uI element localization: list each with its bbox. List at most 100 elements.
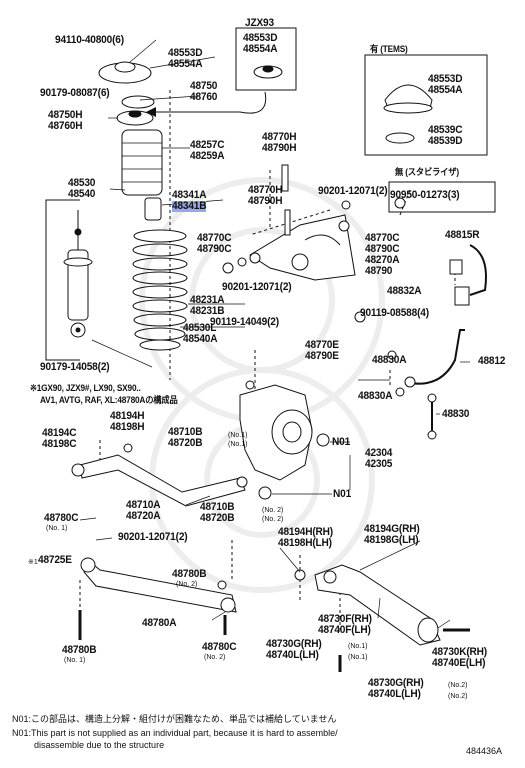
part-42304[interactable]: 42304 xyxy=(365,447,393,459)
jzx-part-48554a[interactable]: 48554A xyxy=(243,43,278,55)
part-48198h-lh[interactable]: 48198H(LH) xyxy=(278,537,332,549)
part-48259a[interactable]: 48259A xyxy=(190,150,225,162)
part-48720b[interactable]: 48720B xyxy=(168,437,203,449)
part-48257c[interactable]: 48257C xyxy=(190,139,225,151)
jzx93-box xyxy=(235,27,297,91)
part-48730k-rh[interactable]: 48730K(RH) xyxy=(432,646,487,658)
part-90201-12071-b[interactable]: 90201-12071(2) xyxy=(222,281,292,293)
part-48194c[interactable]: 48194C xyxy=(42,427,77,439)
part-90119-14049[interactable]: 90119-14049(2) xyxy=(210,316,279,328)
tems-box-label: 有 (TEMS) xyxy=(370,44,408,54)
part-48540a[interactable]: 48540A xyxy=(183,333,218,345)
part-48720b-2[interactable]: 48720B xyxy=(200,512,235,524)
part-48770e[interactable]: 48770E xyxy=(305,339,339,351)
part-48710b-2[interactable]: 48710B xyxy=(200,501,235,513)
part-90179-14058[interactable]: 90179-14058(2) xyxy=(40,361,110,373)
tems-mount xyxy=(384,84,433,109)
part-48760h[interactable]: 48760H xyxy=(48,120,83,132)
part-48194h[interactable]: 48194H xyxy=(110,410,145,422)
callout-arrow xyxy=(150,91,267,114)
part-48710b[interactable]: 48710B xyxy=(168,426,203,438)
diagram-id: 484436A xyxy=(466,746,503,756)
part-48740e-lh[interactable]: 48740E(LH) xyxy=(432,657,486,669)
part-48780a[interactable]: 48780A xyxy=(142,617,177,629)
part-48750[interactable]: 48750 xyxy=(190,80,218,92)
gx90-note-b: AV1, AVTG, RAF, XL:48780Aの構成品 xyxy=(40,395,178,405)
part-48710a[interactable]: 48710A xyxy=(126,499,161,511)
part-48554a[interactable]: 48554A xyxy=(168,58,203,70)
part-48780c[interactable]: 48780C xyxy=(44,512,79,524)
part-48790c[interactable]: 48790C xyxy=(197,243,232,255)
part-90201-12071-a[interactable]: 90201-12071(2) xyxy=(318,185,388,197)
tems-part-48554a[interactable]: 48554A xyxy=(428,84,463,96)
part-48720b-note: (No.1) xyxy=(228,441,248,448)
part-48198h[interactable]: 48198H xyxy=(110,421,145,433)
part-48710b-2-note: (No. 2) xyxy=(262,507,284,514)
part-48740l-2-note: (No.2) xyxy=(448,693,468,700)
part-48832a[interactable]: 48832A xyxy=(387,285,422,297)
part-48231a[interactable]: 48231A xyxy=(190,294,225,306)
part-48730g-2-note: (No.2) xyxy=(448,682,468,689)
tems-part-48539d[interactable]: 48539D xyxy=(428,135,463,147)
part-48780c-note: (No. 1) xyxy=(46,525,68,532)
part-48812[interactable]: 48812 xyxy=(478,355,506,367)
part-48341a[interactable]: 48341A xyxy=(172,189,207,201)
part-94110[interactable]: 94110-40800(6) xyxy=(55,34,124,46)
part-48790[interactable]: 48790 xyxy=(365,265,393,277)
part-90119-08588[interactable]: 90119-08588(4) xyxy=(360,307,429,319)
part-90950-01273[interactable]: 90950-01273(3) xyxy=(390,189,460,201)
tems-part-48553d[interactable]: 48553D xyxy=(428,73,463,85)
part-48198g-lh[interactable]: 48198G(LH) xyxy=(364,534,419,546)
dust-boot xyxy=(121,129,163,196)
jzx-part-48553d[interactable]: 48553D xyxy=(243,32,278,44)
footnote-jp: N01:この部品は、構造上分解・組付けが困難なため、単品では補給していません xyxy=(12,714,337,724)
part-48740l-lh-2[interactable]: 48740L(LH) xyxy=(368,688,421,700)
rear-lower-arm xyxy=(314,564,441,646)
part-42305[interactable]: 42305 xyxy=(365,458,393,470)
part-48770h[interactable]: 48770H xyxy=(262,131,297,143)
part-48780c-2[interactable]: 48780C xyxy=(202,641,237,653)
part-48790e[interactable]: 48790E xyxy=(305,350,339,362)
part-48198c[interactable]: 48198C xyxy=(42,438,77,450)
part-48553d[interactable]: 48553D xyxy=(168,47,203,59)
part-48770c-b[interactable]: 48770C xyxy=(365,232,400,244)
part-48790h[interactable]: 48790H xyxy=(262,142,297,154)
part-48740f-lh[interactable]: 48740F(LH) xyxy=(318,624,371,636)
part-48770c[interactable]: 48770C xyxy=(197,232,232,244)
part-48830a-b[interactable]: 48830A xyxy=(358,390,393,402)
part-48730f-rh[interactable]: 48730F(RH) xyxy=(318,613,372,625)
part-90179-08087[interactable]: 90179-08087(6) xyxy=(40,87,110,99)
part-48770h-b[interactable]: 48770H xyxy=(248,184,283,196)
part-90201-12071-c[interactable]: 90201-12071(2) xyxy=(118,531,188,543)
part-48830a[interactable]: 48830A xyxy=(372,354,407,366)
note-n01-a: N01 xyxy=(332,436,351,448)
part-48231b[interactable]: 48231B xyxy=(190,305,225,317)
part-48760[interactable]: 48760 xyxy=(190,91,218,103)
part-48815r[interactable]: 48815R xyxy=(445,229,480,241)
part-48341b[interactable]: 48341B xyxy=(172,200,207,212)
part-48780b-2[interactable]: 48780B xyxy=(62,644,97,656)
part-48270a[interactable]: 48270A xyxy=(365,254,400,266)
part-48780b-note: (No. 2) xyxy=(176,581,198,588)
tems-part-48539c[interactable]: 48539C xyxy=(428,124,463,136)
part-48780b[interactable]: 48780B xyxy=(172,568,207,580)
part-48194g-rh[interactable]: 48194G(RH) xyxy=(364,523,420,535)
part-48194h-rh[interactable]: 48194H(RH) xyxy=(278,526,333,538)
part-48540[interactable]: 48540 xyxy=(68,188,96,200)
part-48720a[interactable]: 48720A xyxy=(126,510,161,522)
gx90-note: ※1GX90, JZX9#, LX90, SX90.. xyxy=(30,383,141,393)
part-48830[interactable]: 48830 xyxy=(442,408,470,420)
part-48725e[interactable]: 48725E xyxy=(38,554,72,566)
part-48790h-b[interactable]: 48790H xyxy=(248,195,283,207)
part-48530l[interactable]: 48530L xyxy=(183,322,217,334)
part-48740l-lh[interactable]: 48740L(LH) xyxy=(266,649,319,661)
mount-seat xyxy=(121,95,155,109)
part-48790c-b[interactable]: 48790C xyxy=(365,243,400,255)
coil-spring xyxy=(132,229,188,341)
jzx93-box-label: JZX93 xyxy=(245,17,274,29)
part-48750h[interactable]: 48750H xyxy=(48,109,83,121)
tems-box xyxy=(364,54,488,156)
part-48730g-rh-2[interactable]: 48730G(RH) xyxy=(368,677,424,689)
part-48730g-rh[interactable]: 48730G(RH) xyxy=(266,638,322,650)
part-48530[interactable]: 48530 xyxy=(68,177,96,189)
